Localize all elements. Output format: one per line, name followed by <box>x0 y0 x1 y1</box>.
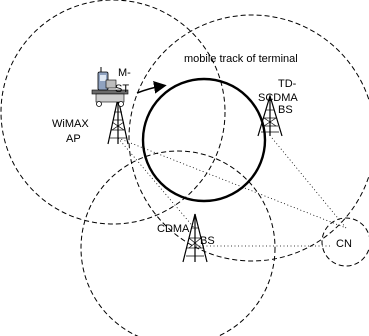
cdma-label-part1: CDMA <box>157 223 190 235</box>
track-direction-arrow <box>136 81 167 94</box>
tdscdma-label-line1: TD- <box>278 78 297 90</box>
antenna-tower-icon <box>257 93 283 137</box>
tdscdma-coverage-area <box>128 14 369 262</box>
cdma-label-part2: BS <box>200 235 215 247</box>
mobile-track-label: mobile track of terminal <box>184 53 298 65</box>
antenna-tower-icon <box>107 97 129 145</box>
antenna-tower-icon <box>182 213 208 263</box>
wimax-label-line2: AP <box>66 133 81 145</box>
mobile-track-circle <box>141 77 267 203</box>
terminal-label-line1: M- <box>118 67 131 79</box>
cdma-coverage-area <box>80 150 276 336</box>
mobile-terminal-icon <box>91 67 129 107</box>
wimax-label-line1: WiMAX <box>52 118 89 130</box>
tdscdma-label-line2: SCDMA <box>258 92 298 104</box>
wimax-coverage-area <box>0 0 226 225</box>
tdscdma-cn-link <box>271 137 347 229</box>
cn-node <box>321 217 369 267</box>
cn-label: CN <box>336 238 352 250</box>
terminal-label-line2: ST <box>115 83 129 95</box>
tdscdma-label-line3: BS <box>278 104 293 116</box>
wimax-cn-link <box>117 137 347 229</box>
wimax-cdma-link <box>117 137 197 231</box>
